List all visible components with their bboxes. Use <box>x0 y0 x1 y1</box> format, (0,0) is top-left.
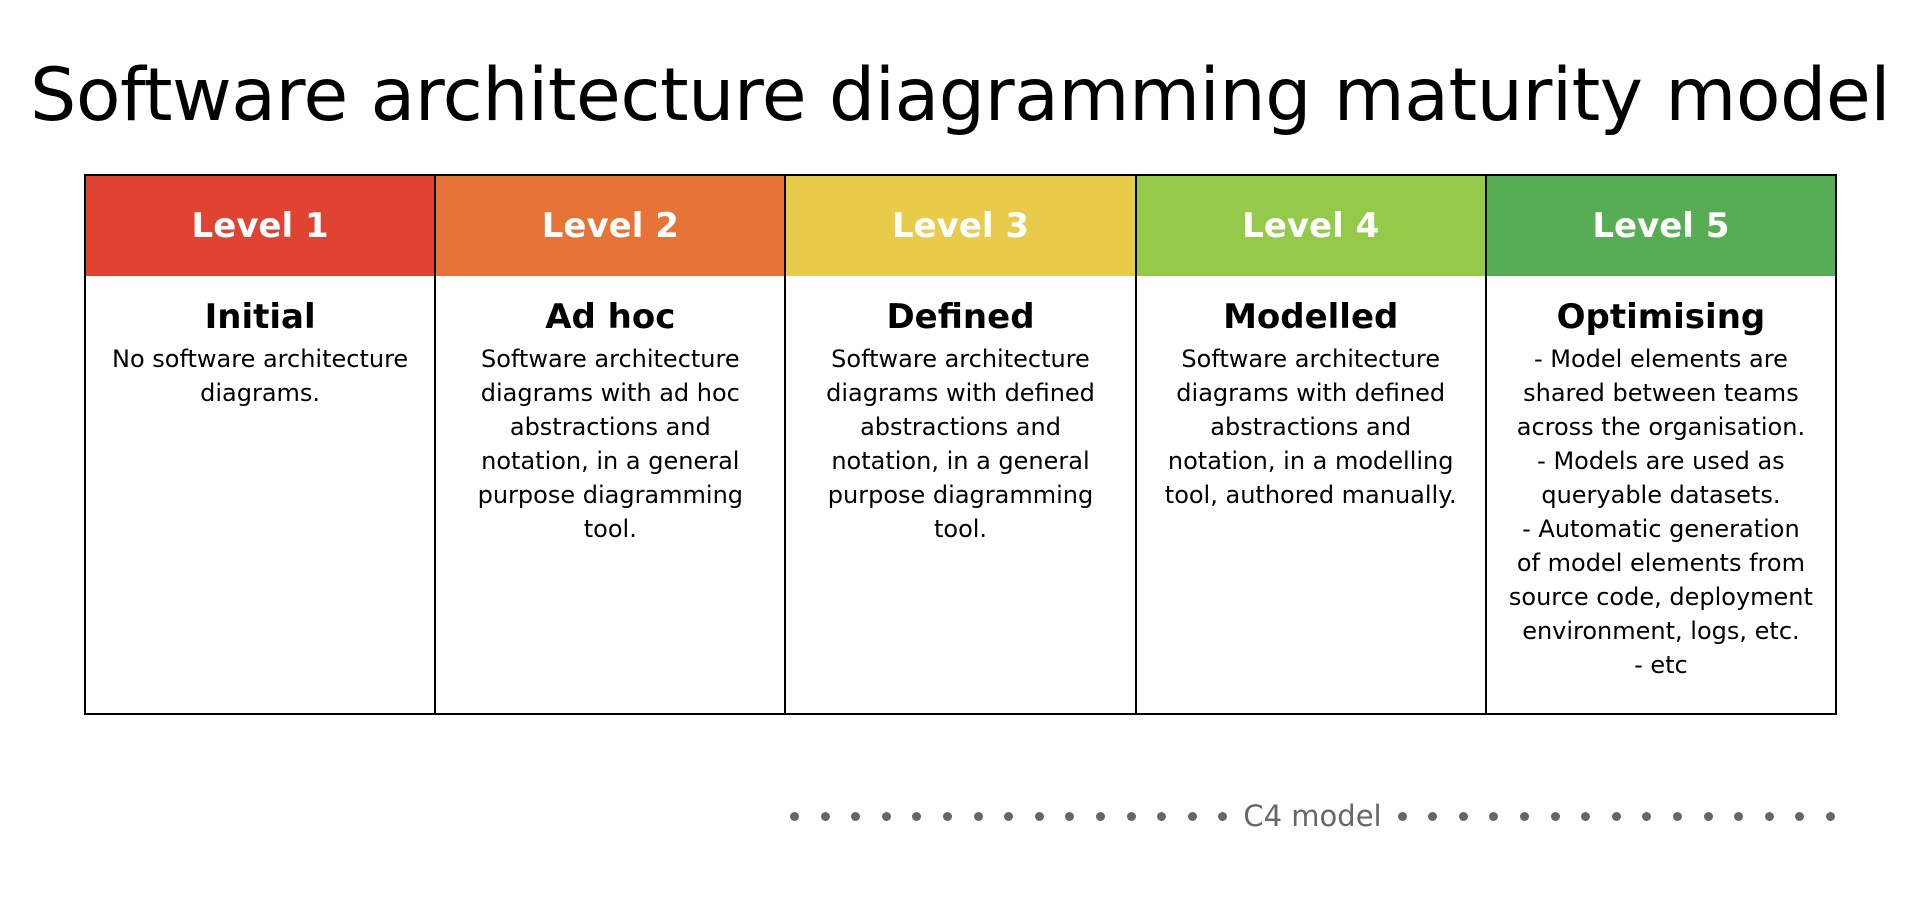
dot-icon <box>1187 811 1197 821</box>
level-5-body: Optimising - Model elements are shared b… <box>1487 276 1835 713</box>
level-3-name: Defined <box>886 297 1035 337</box>
dot-icon <box>912 811 922 821</box>
level-2-name: Ad hoc <box>545 297 676 337</box>
dot-icon <box>942 811 952 821</box>
dot-icon <box>1703 811 1713 821</box>
dot-icon <box>1095 811 1105 821</box>
dot-icon <box>1550 811 1560 821</box>
level-3-body: Defined Software architecture diagrams w… <box>786 276 1134 713</box>
level-4-description: Software architecture diagrams with defi… <box>1164 345 1457 509</box>
dot-icon <box>1581 811 1591 821</box>
dot-icon <box>1764 811 1774 821</box>
level-3-header: Level 3 <box>786 176 1135 276</box>
level-3-description: Software architecture diagrams with defi… <box>826 345 1095 543</box>
dot-icon <box>1157 811 1167 821</box>
level-1-column: Level 1 Initial No software architecture… <box>86 176 437 713</box>
level-1-description: No software architecture diagrams. <box>112 345 409 407</box>
dot-icon <box>1519 811 1529 821</box>
level-5-column: Level 5 Optimising - Model elements are … <box>1486 176 1836 713</box>
footer-dots-left <box>790 811 1228 821</box>
level-4-body: Modelled Software architecture diagrams … <box>1137 276 1485 713</box>
dot-icon <box>1004 811 1014 821</box>
level-2-label: Level 2 <box>541 206 679 246</box>
dot-icon <box>1126 811 1136 821</box>
dot-icon <box>1458 811 1468 821</box>
dot-icon <box>1428 811 1438 821</box>
level-5-name: Optimising <box>1556 297 1766 337</box>
level-2-header: Level 2 <box>436 176 785 276</box>
level-4-column: Level 4 Modelled Software architecture d… <box>1136 176 1487 713</box>
dot-icon <box>1611 811 1621 821</box>
footer-brand: C4 model <box>790 796 1835 836</box>
dot-icon <box>1795 811 1805 821</box>
dot-icon <box>881 811 891 821</box>
page-title: Software architecture diagramming maturi… <box>29 53 1891 138</box>
dot-icon <box>1825 811 1835 821</box>
dot-icon <box>1734 811 1744 821</box>
dot-icon <box>1034 811 1044 821</box>
level-2-description: Software architecture diagrams with ad h… <box>477 345 744 543</box>
level-4-header: Level 4 <box>1136 176 1485 276</box>
dot-icon <box>1065 811 1075 821</box>
level-2-column: Level 2 Ad hoc Software architecture dia… <box>436 176 787 713</box>
dot-icon <box>973 811 983 821</box>
dot-icon <box>790 811 799 821</box>
dot-icon <box>851 811 861 821</box>
level-4-name: Modelled <box>1223 297 1399 337</box>
dot-icon <box>1218 811 1228 821</box>
level-3-column: Level 3 Defined Software architecture di… <box>786 176 1137 713</box>
footer-label: C4 model <box>1243 799 1382 833</box>
dot-icon <box>1489 811 1499 821</box>
level-5-description: - Model elements are shared between team… <box>1508 345 1813 679</box>
level-3-label: Level 3 <box>891 206 1030 246</box>
maturity-table: Level 1 Initial No software architecture… <box>84 174 1837 715</box>
footer-dots-right <box>1397 811 1835 821</box>
level-1-name: Initial <box>204 297 316 337</box>
level-5-label: Level 5 <box>1592 206 1730 246</box>
level-1-label: Level 1 <box>191 206 329 246</box>
dot-icon <box>1397 811 1407 821</box>
level-2-body: Ad hoc Software architecture diagrams wi… <box>436 276 784 713</box>
dot-icon <box>1642 811 1652 821</box>
level-1-body: Initial No software architecture diagram… <box>86 276 434 713</box>
level-5-header: Level 5 <box>1486 176 1836 276</box>
dot-icon <box>1672 811 1682 821</box>
level-4-label: Level 4 <box>1242 206 1380 246</box>
level-1-header: Level 1 <box>86 176 435 276</box>
dot-icon <box>820 811 830 821</box>
